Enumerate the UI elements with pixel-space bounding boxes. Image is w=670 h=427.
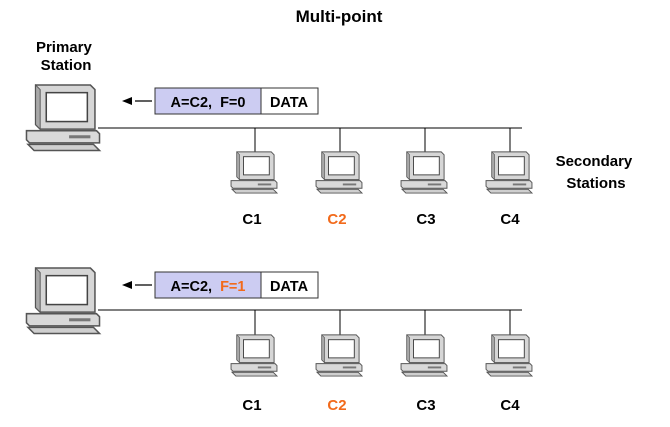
node-label: C1 (242, 211, 261, 228)
computer-icon (315, 334, 363, 377)
node-label: C2 (327, 397, 346, 414)
panel-1: A=C2, F=0 DATA C1 C2 C3 C4 (25, 84, 533, 228)
frame-payload-text: DATA (270, 279, 309, 295)
frame-data-cell (260, 87, 319, 115)
diagram-title: Multi-point (296, 7, 383, 26)
primary-label-line2: Station (41, 57, 92, 74)
arrow-head-icon (122, 97, 132, 105)
drop-c1: C1 (230, 128, 278, 228)
flag-field: F=0 (220, 95, 245, 111)
computer-icon (485, 151, 533, 194)
computer-icon (230, 151, 278, 194)
primary-station-label: Primary Station (36, 39, 96, 74)
drop-c3: C3 (400, 310, 448, 414)
drop-c3: C3 (400, 128, 448, 228)
frame-address-text: A=C2, F=0 (171, 95, 246, 111)
primary-label-line1: Primary (36, 39, 93, 56)
address-field: A=C2, (171, 95, 213, 111)
node-label: C2 (327, 211, 346, 228)
computer-icon (485, 334, 533, 377)
node-label: C3 (416, 211, 435, 228)
address-field: A=C2, (171, 279, 213, 295)
drop-c4: C4 (485, 128, 533, 228)
node-label: C4 (500, 397, 520, 414)
drop-c1: C1 (230, 310, 278, 414)
computer-icon (400, 151, 448, 194)
primary-computer-icon (25, 267, 101, 335)
secondary-stations-label: Secondary Stations (556, 153, 637, 192)
node-label: C1 (242, 397, 261, 414)
node-label: C4 (500, 211, 520, 228)
computer-icon (230, 334, 278, 377)
node-label: C3 (416, 397, 435, 414)
frame-payload-text: DATA (270, 95, 309, 111)
primary-computer-icon (25, 84, 101, 152)
drop-c2: C2 (315, 128, 363, 228)
panel-2: A=C2, F=1 DATA C1 C2 C3 C4 (25, 267, 533, 414)
computer-icon (400, 334, 448, 377)
drop-c2: C2 (315, 310, 363, 414)
frame-address-text: A=C2, F=1 (171, 279, 246, 295)
computer-icon (315, 151, 363, 194)
secondary-label-line1: Secondary (556, 153, 633, 170)
arrow-head-icon (122, 281, 132, 289)
secondary-label-line2: Stations (566, 175, 625, 192)
frame-data-cell (260, 271, 319, 299)
flag-field: F=1 (220, 279, 245, 295)
drop-c4: C4 (485, 310, 533, 414)
